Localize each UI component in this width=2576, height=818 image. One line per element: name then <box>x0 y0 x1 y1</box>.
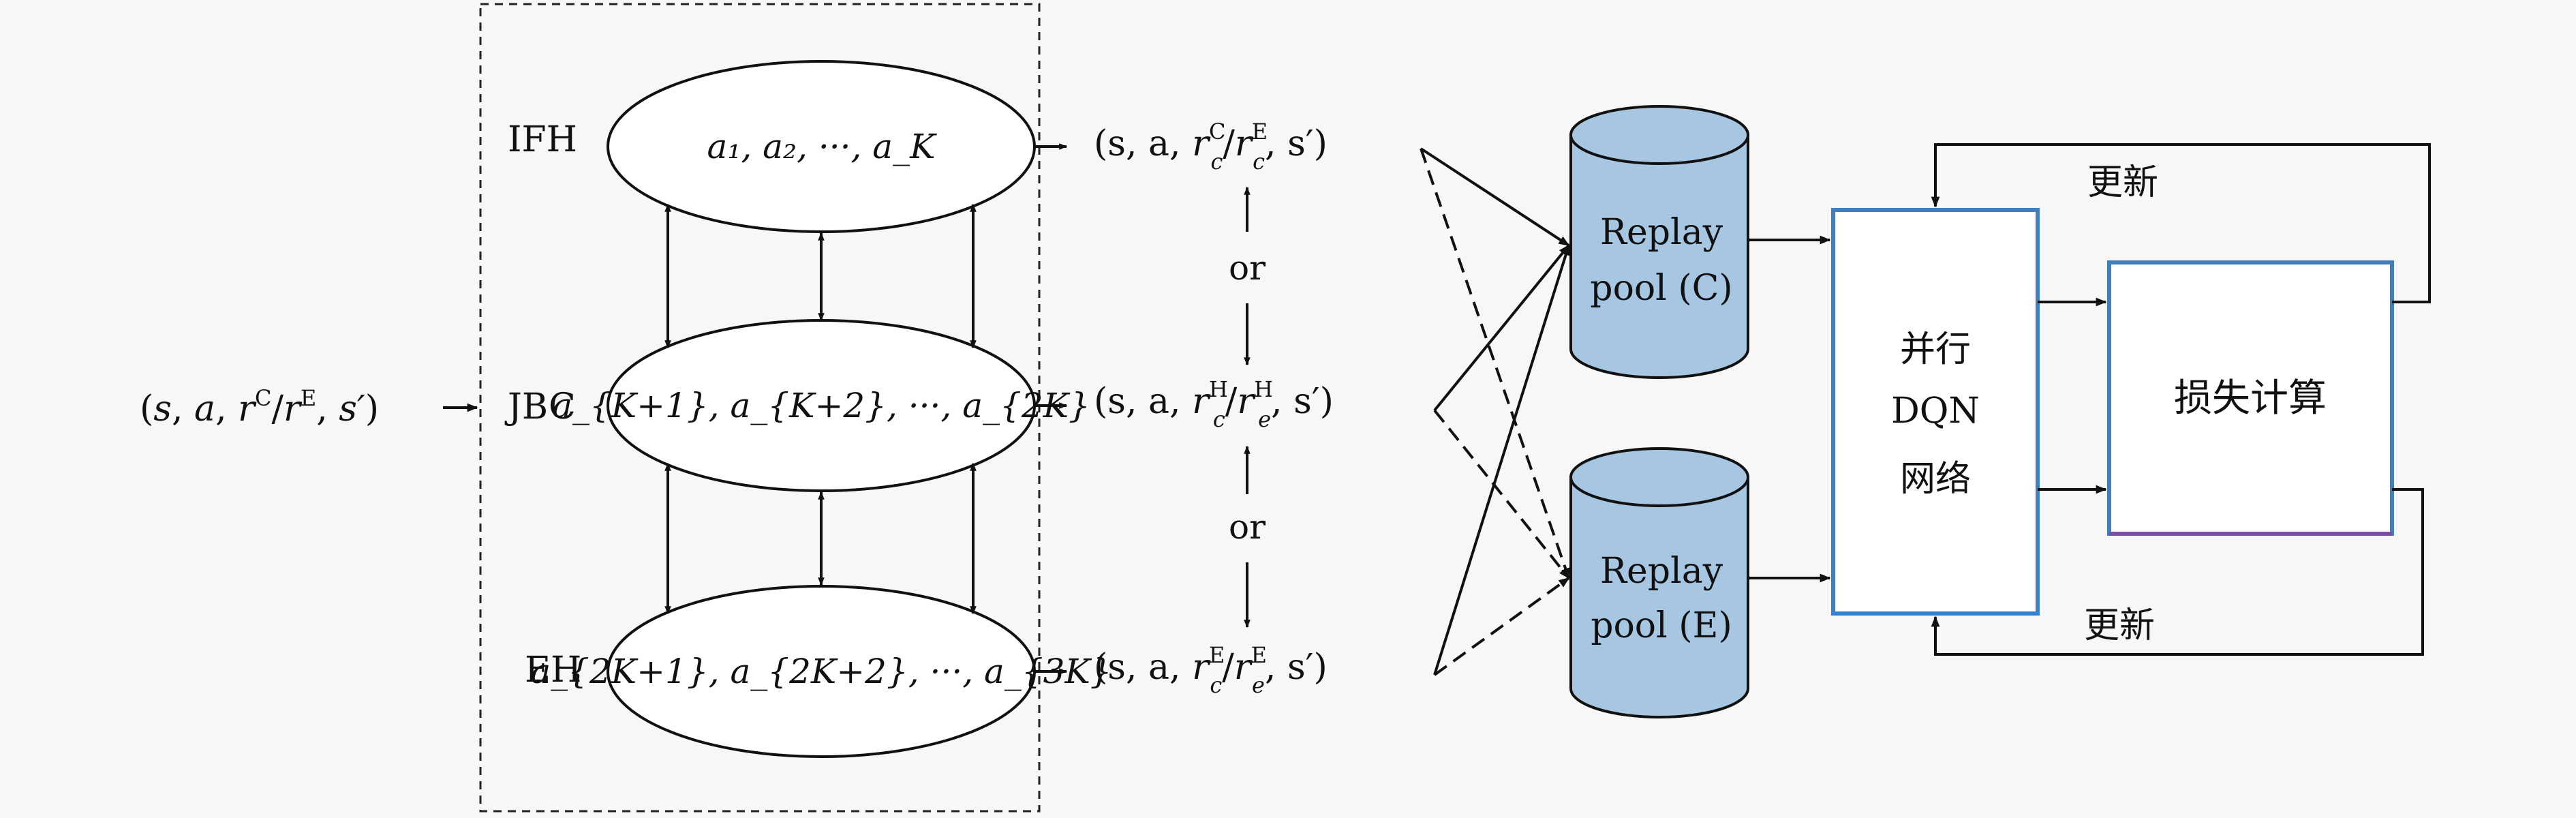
actions-eh: a_{2K+1}, a_{2K+2}, ···, a_{3K} <box>530 652 1111 691</box>
loss-calculation-box <box>2107 260 2394 536</box>
replay-pool-e-line2: pool (E) <box>1591 605 1732 646</box>
dqn-line1: 并行 <box>1900 329 1971 370</box>
solid-links-to-pool-c <box>1420 147 1570 676</box>
replay-pool-e-line1: Replay <box>1600 551 1723 592</box>
actions-ifh: a₁, a₂, ···, a_K <box>707 127 938 166</box>
or-label-upper: or <box>1229 248 1266 288</box>
ellipse-output-arrows <box>1034 143 1068 675</box>
input-tuple: (s, a, rC/rE, s′) <box>140 385 379 429</box>
dashed-links-to-pool-e <box>1420 148 1570 676</box>
agent-group-box <box>479 3 1041 813</box>
agent-label-jbc: JBC <box>504 387 576 427</box>
update-label-top: 更新 <box>2087 162 2158 203</box>
actions-jbc: a_{K+1}, a_{K+2}, ···, a_{2K} <box>552 386 1090 425</box>
update-label-bottom: 更新 <box>2084 605 2155 646</box>
ellipse-links <box>664 203 977 615</box>
or-label-lower: or <box>1229 507 1266 547</box>
loss-label: 损失计算 <box>2174 376 2327 421</box>
dqn-line3: 网络 <box>1900 459 1971 500</box>
replay-pool-c-line2: pool (C) <box>1590 268 1732 309</box>
parallel-dqn-box <box>1831 208 2040 616</box>
agent-label-eh: EH <box>525 650 581 691</box>
replay-pool-c: Replay pool (C) <box>1569 105 1749 379</box>
replay-pool-e: Replay pool (E) <box>1569 447 1749 718</box>
pool-to-dqn-arrows <box>1748 235 1831 583</box>
replay-pool-c-line1: Replay <box>1600 212 1723 253</box>
update-feedback-loops <box>1931 143 2431 656</box>
agent-label-ifh: IFH <box>508 119 577 160</box>
dqn-to-loss-arrows <box>2038 297 2107 494</box>
dqn-line2: DQN <box>1891 391 1980 431</box>
